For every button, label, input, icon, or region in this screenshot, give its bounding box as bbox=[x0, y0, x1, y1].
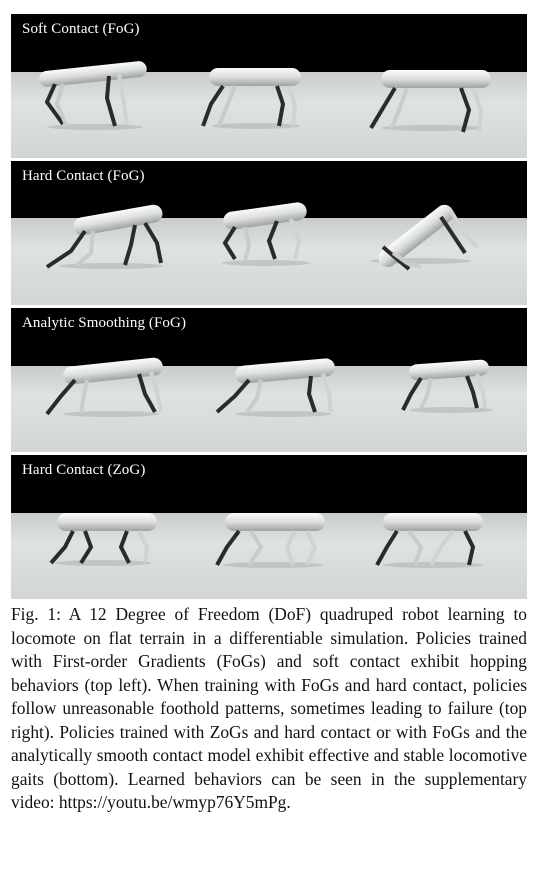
robot-2 bbox=[215, 358, 335, 417]
panel-label: Analytic Smoothing (FoG) bbox=[22, 315, 187, 331]
panel-image bbox=[11, 308, 527, 452]
panel-label: Soft Contact (FoG) bbox=[22, 21, 140, 37]
robot-1 bbox=[45, 204, 163, 269]
panel-label: Hard Contact (FoG) bbox=[22, 168, 145, 184]
panel-image bbox=[11, 14, 527, 158]
panel-soft-contact-fog: Soft Contact (FoG) bbox=[11, 14, 527, 158]
robot-2 bbox=[201, 68, 301, 129]
robot-1 bbox=[39, 61, 147, 130]
robot-1 bbox=[45, 357, 163, 417]
robot-3-fallen bbox=[371, 204, 479, 271]
robot-1 bbox=[49, 513, 157, 566]
figure-caption: Fig. 1: A 12 Degree of Freedom (DoF) qua… bbox=[11, 604, 527, 812]
panel-image bbox=[11, 455, 527, 599]
figure: Soft Contact (FoG) bbox=[11, 14, 527, 602]
panel-analytic-smoothing-fog: Analytic Smoothing (FoG) bbox=[11, 308, 527, 452]
robot-3 bbox=[401, 359, 493, 413]
robot-3 bbox=[369, 70, 491, 133]
robot-3 bbox=[375, 513, 483, 568]
robot-2 bbox=[215, 513, 325, 568]
panel-label: Hard Contact (ZoG) bbox=[22, 462, 146, 478]
robot-2 bbox=[222, 202, 310, 266]
panel-image bbox=[11, 161, 527, 305]
panel-hard-contact-zog: Hard Contact (ZoG) bbox=[11, 455, 527, 599]
panel-hard-contact-fog: Hard Contact (FoG) bbox=[11, 161, 527, 305]
